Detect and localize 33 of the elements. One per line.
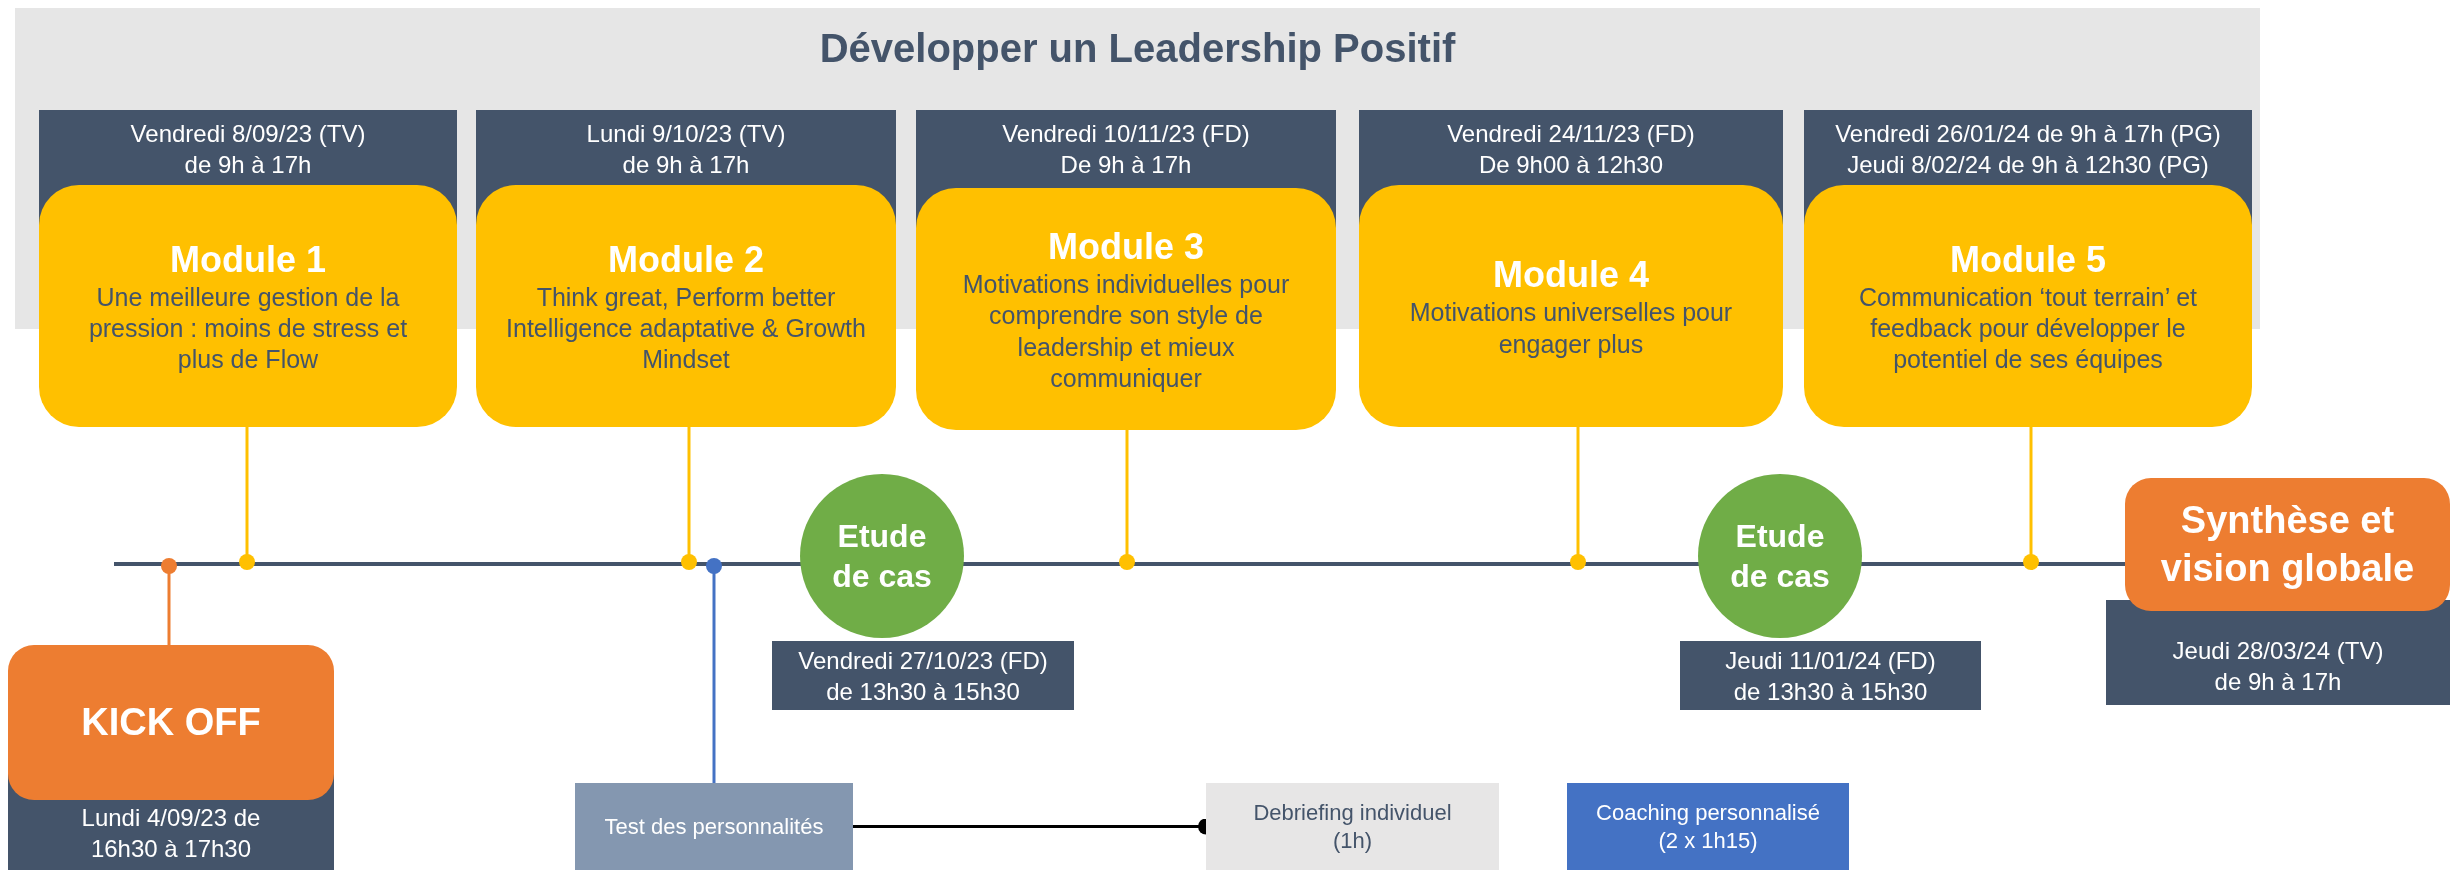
date-panel: Vendredi 27/10/23 (FD) de 13h30 à 15h30 — [772, 641, 1074, 710]
connector-line — [161, 558, 177, 645]
module-description: Motivations universelles pour engager plus — [1408, 297, 1734, 360]
activity-label: Coaching personnalisé (2 x 1h15) — [1595, 799, 1821, 854]
connector-line — [681, 427, 697, 570]
connector-line — [1119, 430, 1135, 570]
connector-line — [706, 558, 722, 783]
activity-box — [1206, 783, 1499, 870]
module-description: Une meilleure gestion de la pression : moins de stress et plus de Flow — [87, 281, 409, 376]
milestone-card — [8, 645, 334, 800]
activity-label: Test des personnalités — [604, 812, 824, 841]
module-card — [39, 185, 457, 427]
milestone-label: Synthèse et vision globale — [2159, 498, 2416, 591]
module-card — [916, 188, 1336, 430]
date-panel: Jeudi 11/01/24 (FD) de 13h30 à 15h30 — [1680, 641, 1981, 710]
case-study-label: Etude de cas — [831, 517, 933, 596]
case-study-label: Etude de cas — [1729, 517, 1831, 596]
activity-box — [575, 783, 853, 870]
milestone-label: KICK OFF — [81, 699, 261, 745]
module-card — [1804, 185, 2252, 427]
connector-line — [239, 427, 255, 570]
module-card — [476, 185, 896, 427]
title: Développer un Leadership Positif — [819, 26, 1456, 71]
milestone-card — [2125, 478, 2450, 611]
module-description: Motivations individuelles pour comprendre son style de leadership et mieux communiquer — [961, 269, 1291, 394]
activity-label: Debriefing individuel (1h) — [1252, 799, 1453, 854]
module-description: Think great, Perform better Intelligence adaptative & Growth Mindset — [505, 281, 867, 376]
date-panel: Jeudi 28/03/24 (TV) de 9h à 17h — [2106, 600, 2450, 705]
connector-line — [2023, 427, 2039, 570]
connector-line — [1570, 427, 1586, 570]
module-card — [1359, 185, 1783, 427]
activity-box — [1567, 783, 1849, 870]
module-description: Communication ‘tout terrain’ et feedback pour développer le potentiel de ses équipes — [1857, 281, 2199, 376]
